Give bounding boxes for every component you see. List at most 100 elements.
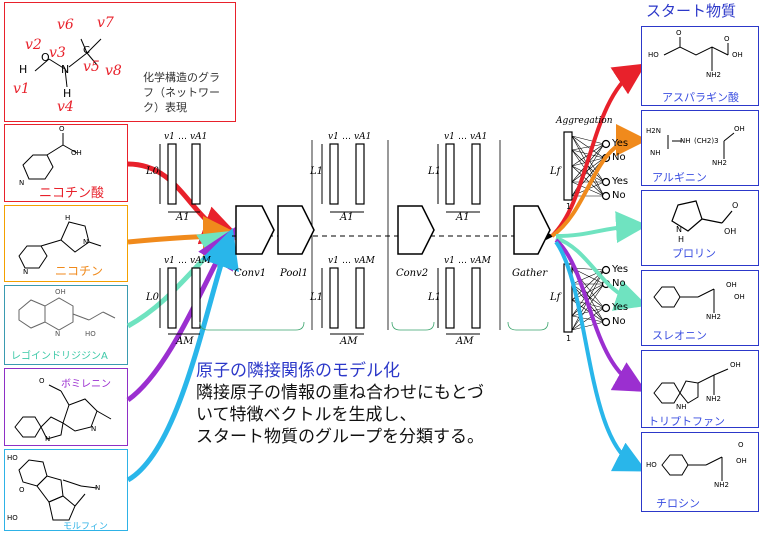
output-node-yes-1 [601, 139, 611, 149]
gather-block [513, 205, 551, 255]
label-v1-bottom-stage0: v1 [164, 256, 175, 266]
node-label-v6: v6 [57, 17, 74, 33]
input-arrow-legoindolizidine [126, 229, 241, 329]
label-no-3: No [612, 278, 626, 289]
nicotinic-acid-atom-oh: OH [71, 149, 82, 157]
tryptophan-atom-oh: OH [730, 361, 741, 369]
label-v1-bottom-stage1: v1 [328, 256, 339, 266]
matrix-stage-2-top [437, 143, 481, 213]
output-arrow-threonine [555, 236, 648, 311]
label-v1-stage2: v1 [444, 132, 455, 142]
atom-label-o: O [41, 51, 50, 64]
input-label-nicotinic-acid: ニコチン酸 [39, 186, 105, 201]
label-vam-stage2: vAM [470, 256, 491, 266]
output-label-tryptophan: トリプトファン [648, 415, 725, 428]
input-arrow-nicotinic-acid [127, 161, 243, 245]
output-label-tyrosine: チロシン [656, 497, 700, 510]
label-dots-bottom-stage2: … [458, 256, 467, 266]
description-block: 原子の隣接関係のモデル化 隣接原子の情報の重ね合わせにもとづ いて特徴ベクトルを… [196, 360, 596, 448]
label-am-stage0: AM [176, 336, 194, 347]
output-arrow-tyrosine [554, 240, 647, 472]
tyrosine-atom-oh: OH [736, 457, 747, 465]
output-arrow-tryptophan [554, 238, 647, 392]
output-box-tyrosine: HO OH NH2 O チロシン [641, 432, 759, 512]
output-label-threonine: スレオニン [652, 329, 707, 342]
legoindolizidine-atom-ho: HO [85, 330, 96, 338]
label-va1-stage1: vA1 [354, 132, 372, 142]
label-v1-stage1: v1 [328, 132, 339, 142]
label-v1-bottom-stage2: v1 [444, 256, 455, 266]
threonine-atom-nh2: NH2 [706, 313, 721, 321]
proline-atom-oh: OH [724, 227, 737, 236]
aspartic-acid-atom-nh2: NH2 [706, 71, 721, 79]
input-box-nicotine: N N H ニコチン [4, 205, 128, 282]
output-label-arginine: アルギニン [652, 171, 707, 184]
graph-caption-line-2: フ（ネットワー [143, 86, 220, 99]
atom-label-h2: H [63, 87, 72, 100]
arginine-atom-oh: OH [734, 125, 745, 133]
proline-atom-h: H [678, 235, 685, 244]
label-no-2: No [612, 190, 626, 201]
graph-caption-line-1: 化学構造のグラ [143, 71, 220, 84]
aspartic-acid-atom-oh: OH [732, 51, 743, 59]
legoindolizidine-structure [18, 297, 116, 331]
tyrosine-structure [661, 454, 723, 481]
label-yes-2: Yes [612, 176, 629, 187]
input-box-vomilenine: O N N ボミレニン [4, 368, 128, 446]
conv1-block [235, 205, 275, 255]
aspartic-acid-structure [663, 37, 729, 71]
label-l1-top-stage2: L1 [428, 166, 442, 177]
morphine-atom-o: O [19, 486, 25, 494]
arginine-atom-nh2-2: NH2 [712, 159, 727, 167]
label-a1-stage2: A1 [456, 212, 470, 223]
tyrosine-atom-o: O [738, 441, 744, 449]
node-label-v7: v7 [97, 15, 114, 31]
label-v1-stage0: v1 [164, 132, 175, 142]
output-box-proline: N H OH O プロリン [641, 190, 759, 266]
label-no-1: No [612, 152, 626, 163]
threonine-atom-oh2: OH [734, 293, 745, 301]
label-conv1: Conv1 [234, 268, 267, 279]
legoindolizidine-atom-oh: OH [55, 288, 66, 296]
label-lf-top: Lf [550, 166, 561, 177]
node-label-v4: v4 [57, 99, 74, 115]
node-label-v3: v3 [49, 45, 66, 61]
proline-atom-o: O [732, 201, 739, 210]
proline-structure [671, 200, 733, 232]
conv2-block [397, 205, 435, 255]
arginine-atom-ch2: (CH2)3 [694, 137, 719, 145]
atom-label-n: N [61, 63, 70, 76]
tryptophan-structure [653, 368, 729, 404]
matrix-stage-1-bottom [321, 267, 365, 335]
arginine-structure [667, 132, 735, 159]
label-yes-1: Yes [612, 138, 629, 149]
morphine-atom-ho1: HO [7, 454, 18, 462]
node-label-v5: v5 [83, 59, 100, 75]
output-node-no-4 [601, 317, 611, 327]
output-box-aspartic-acid: HO O O OH NH2 アスパラギン酸 [641, 26, 759, 106]
label-conv2: Conv2 [396, 268, 429, 279]
arginine-atom-nh2: NH [680, 137, 691, 145]
tryptophan-atom-nh: NH [676, 403, 687, 411]
label-vam-stage1: vAM [354, 256, 375, 266]
nicotinic-acid-atom-o: O [59, 125, 65, 133]
output-arrow-aspartic-acid [550, 63, 647, 238]
nicotinic-acid-structure [22, 133, 78, 180]
atom-label-c: C [83, 45, 90, 56]
label-one-top: 1 [566, 202, 572, 211]
label-dots-bottom-stage0: … [178, 256, 187, 266]
label-gather: Gather [512, 268, 548, 279]
output-arrow-arginine [550, 124, 648, 238]
label-dots-stage0: … [178, 132, 187, 142]
label-lf-bottom: Lf [550, 292, 561, 303]
label-no-4: No [612, 316, 626, 327]
nicotinic-acid-atom-n: N [19, 179, 25, 187]
graph-caption-line-3: ク）表現 [143, 101, 187, 114]
input-label-vomilenine: ボミレニン [61, 379, 111, 390]
vomilenine-structure [14, 384, 112, 440]
matrix-stage-0-bottom [159, 267, 201, 335]
output-node-yes-4 [601, 303, 611, 313]
nicotine-structure [18, 221, 102, 269]
label-va1-stage2: vA1 [470, 132, 488, 142]
tyrosine-atom-nh2: NH2 [714, 481, 729, 489]
